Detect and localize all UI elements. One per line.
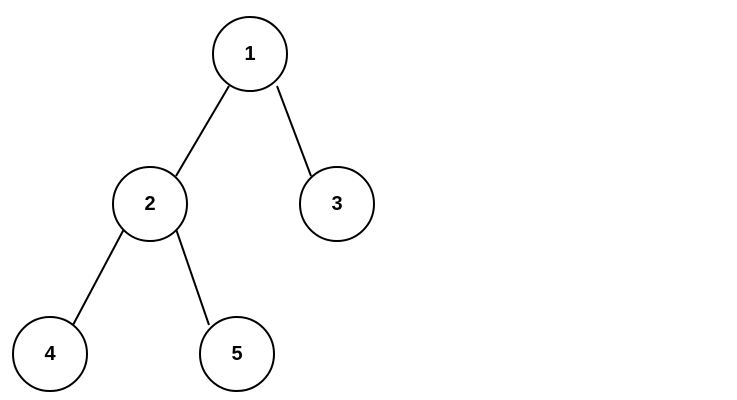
node-label: 1 [244,43,255,65]
tree-node-3: 3 [299,166,375,242]
edge-2-5 [175,228,210,326]
node-label: 2 [144,193,155,215]
node-label: 5 [231,343,242,365]
tree-node-4: 4 [12,316,88,392]
node-circle [199,316,275,392]
node-circle [299,166,375,242]
tree-node-5: 5 [199,316,275,392]
node-circle [12,316,88,392]
node-label: 4 [44,343,56,365]
node-circle [112,166,188,242]
edge-1-2 [175,85,230,177]
edge-1-3 [276,85,312,177]
edge-2-4 [72,228,125,326]
tree-node-1: 1 [212,16,288,92]
tree-node-2: 2 [112,166,188,242]
node-circle [212,16,288,92]
node-label: 3 [331,193,342,215]
